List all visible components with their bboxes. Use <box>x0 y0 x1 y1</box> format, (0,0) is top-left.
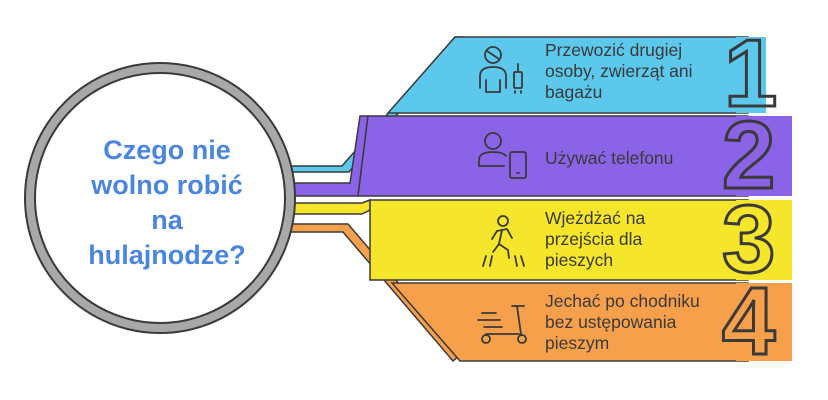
person-with-luggage-icon <box>479 46 523 94</box>
item-number-2: 2 <box>720 102 776 209</box>
item-number-4: 4 <box>720 268 776 375</box>
person-with-phone-icon <box>478 132 527 179</box>
scooter-icon <box>477 305 527 344</box>
title-container: Czego nie wolno robić na hulajnodze? <box>62 128 272 278</box>
number-plate-1 <box>736 37 766 113</box>
number-plate-4 <box>736 283 792 361</box>
title-ring-inner <box>26 64 294 332</box>
connector-3 <box>285 198 371 215</box>
pedestrian-crossing-icon <box>482 215 525 267</box>
item-number-1: 1 <box>722 20 778 127</box>
item-label-4: Jechać po chodniku bez ustępowania piesz… <box>545 291 700 353</box>
number-plate-3 <box>736 200 792 280</box>
number-plate-2 <box>736 116 792 196</box>
connector-2 <box>285 115 369 197</box>
item-label-2: Używać telefonu <box>545 148 674 168</box>
diagram-title: Czego nie wolno robić na hulajnodze? <box>88 135 246 270</box>
item-label-1: Przewozić drugiej osoby, zwierząt ani ba… <box>545 40 693 102</box>
item-label-3: Wjeżdżać na przejścia dla pieszych <box>545 208 646 270</box>
item-number-3: 3 <box>720 186 776 293</box>
